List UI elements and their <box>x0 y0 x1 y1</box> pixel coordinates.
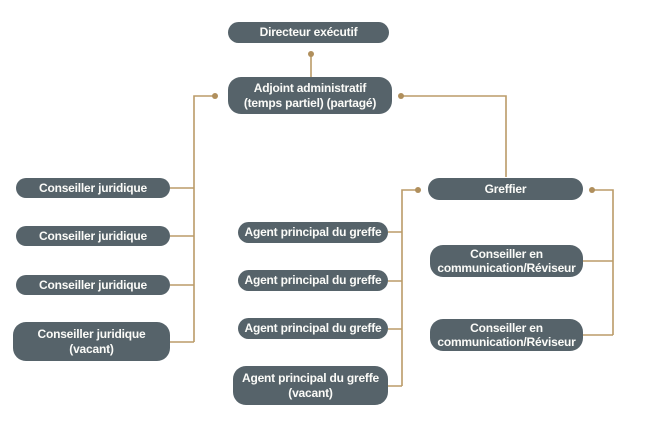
node-label: Adjoint administratif (temps partiel) (p… <box>243 81 377 110</box>
org-node-conseiller-juridique-1: Conseiller juridique <box>16 178 170 198</box>
edge-adjoint-conseillers-juridiques <box>170 93 218 343</box>
org-node-adjoint-administratif: Adjoint administratif (temps partiel) (p… <box>228 77 392 114</box>
node-label: Agent principal du greffe <box>244 225 382 240</box>
node-label: Conseiller en communication/Réviseur <box>437 246 576 276</box>
org-node-conseiller-communication-1: Conseiller en communication/Réviseur <box>430 245 583 277</box>
org-node-conseiller-juridique-2: Conseiller juridique <box>16 226 170 246</box>
node-label: Conseiller juridique <box>38 180 148 195</box>
org-node-conseiller-juridique-3: Conseiller juridique <box>16 275 170 295</box>
node-label: Conseiller juridique (vacant) <box>37 327 146 356</box>
node-label: Agent principal du greffe (vacant) <box>241 371 379 400</box>
org-node-agent-greffe-1: Agent principal du greffe <box>238 222 388 243</box>
org-node-conseiller-communication-2: Conseiller en communication/Réviseur <box>430 319 583 351</box>
org-node-conseiller-juridique-vacant: Conseiller juridique (vacant) <box>13 322 170 361</box>
edge-directeur-adjoint <box>308 51 314 77</box>
org-node-directeur-executif: Directeur exécutif <box>228 22 389 43</box>
edge-greffier-conseillers-communication <box>583 187 614 336</box>
org-node-agent-greffe-2: Agent principal du greffe <box>238 270 388 291</box>
org-node-agent-greffe-3: Agent principal du greffe <box>238 318 388 339</box>
org-node-greffier: Greffier <box>428 178 583 200</box>
node-label: Greffier <box>484 181 527 196</box>
edge-adjoint-greffier <box>398 93 507 177</box>
org-node-agent-greffe-vacant: Agent principal du greffe (vacant) <box>233 366 388 405</box>
node-label: Directeur exécutif <box>259 25 358 40</box>
node-label: Agent principal du greffe <box>244 273 382 288</box>
edge-greffier-agents-greffe <box>388 187 421 387</box>
node-label: Conseiller en communication/Réviseur <box>437 320 576 350</box>
node-label: Agent principal du greffe <box>244 321 382 336</box>
node-label: Conseiller juridique <box>38 277 148 292</box>
node-label: Conseiller juridique <box>38 228 148 243</box>
